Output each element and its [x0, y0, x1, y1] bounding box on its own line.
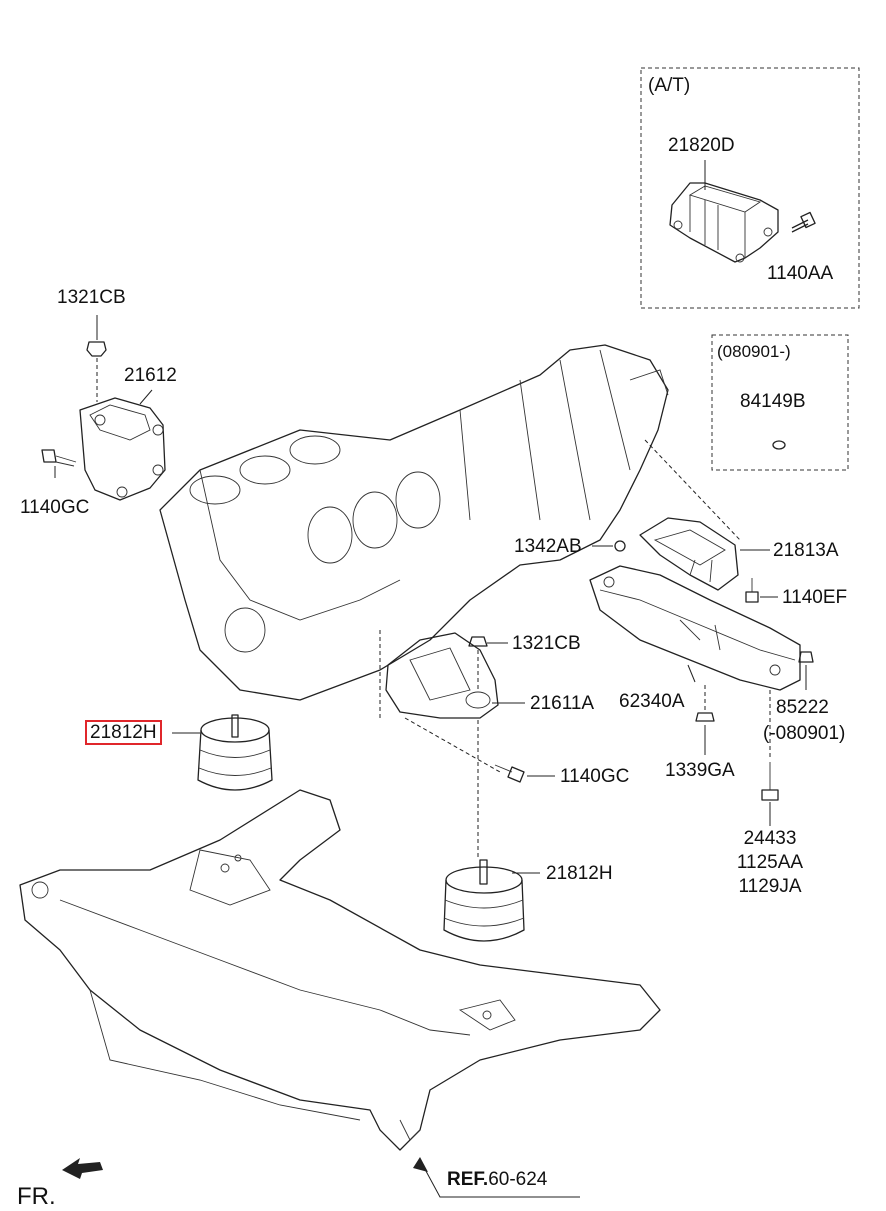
at-option-box [640, 67, 860, 309]
part-label-21812h-right[interactable]: 21812H [546, 863, 613, 884]
engine-transmission [159, 344, 669, 701]
mount-21812h-right [443, 859, 525, 942]
part-label-84149b[interactable]: 84149B [740, 391, 806, 412]
mount-21820d [669, 182, 779, 263]
nut-85222 [798, 651, 814, 663]
mount-21813a [639, 517, 739, 591]
bolt-1140aa [791, 211, 816, 233]
part-label-21812h-highlight[interactable]: 21812H [85, 720, 162, 745]
part-label-1129ja[interactable]: 1129JA [738, 876, 802, 897]
part-label-1140aa[interactable]: 1140AA [767, 263, 834, 284]
bolt-1140gc-mid [494, 764, 525, 783]
reference-prefix: REF. [447, 1169, 489, 1190]
front-indicator-label: FR. [17, 1183, 56, 1210]
part-label-1339ga[interactable]: 1339GA [665, 760, 735, 781]
date-option-box [711, 334, 849, 471]
nut-1321cb-mid [468, 636, 488, 647]
part-label-21611a[interactable]: 21611A [530, 693, 595, 714]
bolt-1140gc-left [41, 449, 77, 467]
washer-1342ab [614, 540, 626, 552]
reference-number: 60-624 [488, 1169, 548, 1190]
part-label-1342ab[interactable]: 1342AB [514, 536, 582, 557]
nut-1339ga [695, 712, 715, 722]
part-label-21820d[interactable]: 21820D [668, 135, 735, 156]
ref-leader [419, 1159, 580, 1198]
part-label-21813a[interactable]: 21813A [773, 540, 839, 561]
reference-label[interactable]: REF.60-624 [447, 1170, 547, 1189]
note-080901-to: (-080901) [763, 723, 846, 744]
part-label-1140gc-mid[interactable]: 1140GC [560, 766, 630, 787]
part-label-1125aa[interactable]: 1125AA [736, 852, 804, 873]
ref-arrow-head [413, 1157, 428, 1172]
note-080901-from: (080901-) [717, 342, 791, 361]
front-subframe [19, 789, 661, 1151]
bracket-21611a [385, 632, 499, 719]
part-label-1321cb-top[interactable]: 1321CB [57, 287, 126, 308]
front-direction-arrow [62, 1158, 103, 1179]
nut-1321cb-top [86, 341, 107, 357]
part-label-24433[interactable]: 24433 [743, 828, 797, 849]
mount-21812h-left [197, 714, 273, 791]
part-label-62340a[interactable]: 62340A [619, 691, 685, 712]
plug-84149b [772, 440, 786, 450]
part-label-85222[interactable]: 85222 [776, 697, 829, 718]
part-label-1140ef[interactable]: 1140EF [782, 587, 848, 608]
part-label-1140gc-left[interactable]: 1140GC [20, 497, 90, 518]
bolt-1140ef [745, 578, 759, 603]
bracket-21612 [79, 397, 166, 501]
part-label-21612[interactable]: 21612 [124, 365, 177, 386]
at-note: (A/T) [648, 75, 691, 96]
bolt-24433 [761, 762, 779, 801]
part-label-1321cb-mid[interactable]: 1321CB [512, 633, 581, 654]
crossmember-62340a [589, 565, 801, 691]
